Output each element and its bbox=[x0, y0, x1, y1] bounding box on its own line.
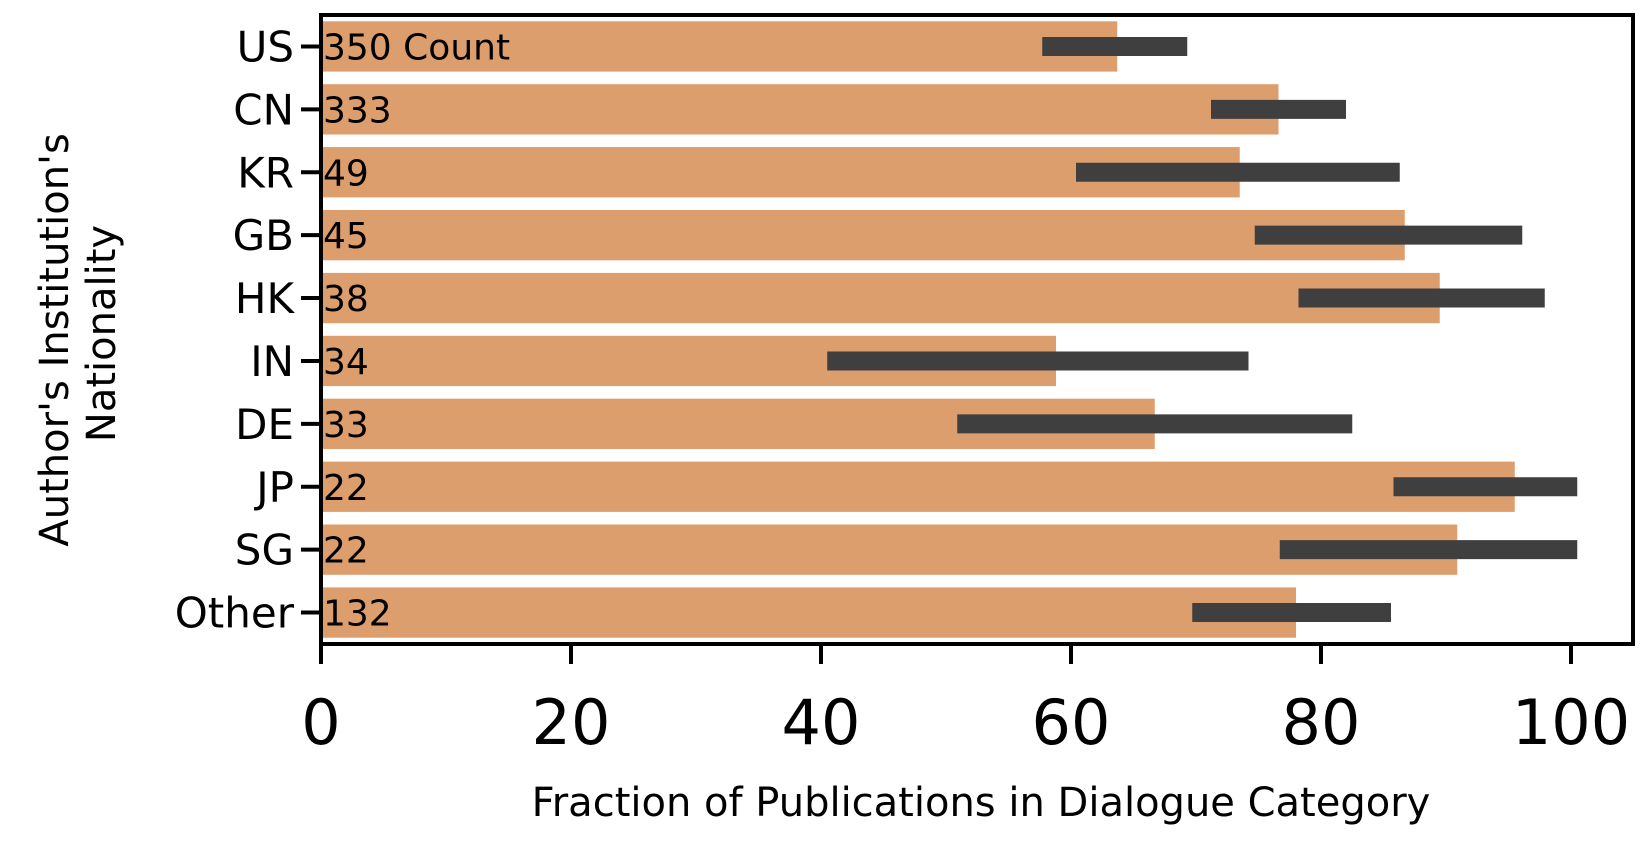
y-axis-label-line-2: Nationality bbox=[79, 225, 125, 442]
y-tick-label: HK bbox=[235, 274, 296, 323]
bar-value-label: 34 bbox=[323, 342, 369, 383]
y-axis-label-line-1: Author's Institution's bbox=[32, 133, 78, 547]
error-bars-group bbox=[827, 36, 1578, 623]
bar bbox=[321, 461, 1515, 512]
bar bbox=[321, 272, 1440, 324]
x-axis-ticks: 0 20 40 60 80 100 bbox=[301, 644, 1630, 759]
x-tick-label: 80 bbox=[1282, 686, 1361, 759]
y-axis-ticks: US CN KR GB HK IN DE JP SG Other bbox=[175, 22, 321, 638]
y-tick-label: KR bbox=[237, 148, 294, 197]
y-tick-label: CN bbox=[233, 85, 294, 134]
y-tick-label: DE bbox=[235, 400, 294, 449]
bar-value-label: 49 bbox=[323, 153, 369, 194]
bar-labels-group: 350 Count 333 49 45 38 34 33 22 22 132 bbox=[323, 27, 510, 634]
bar bbox=[321, 84, 1279, 135]
x-tick-label: 20 bbox=[532, 686, 611, 759]
x-tick-label: 40 bbox=[782, 686, 861, 759]
y-tick-label: US bbox=[237, 22, 294, 71]
bar bbox=[321, 21, 1118, 72]
bar-value-label: 132 bbox=[323, 594, 392, 635]
y-tick-label: GB bbox=[233, 211, 294, 260]
y-tick-label: JP bbox=[253, 463, 294, 512]
bar-value-label: 22 bbox=[323, 468, 369, 509]
bar-value-label: 350 Count bbox=[323, 27, 510, 68]
x-tick-label: 0 bbox=[301, 686, 340, 759]
bars-group bbox=[321, 21, 1515, 638]
bar-value-label: 38 bbox=[323, 279, 369, 320]
y-tick-label: SG bbox=[235, 526, 294, 575]
bar bbox=[321, 524, 1458, 575]
bar-value-label: 33 bbox=[323, 405, 369, 446]
bar bbox=[321, 209, 1405, 261]
y-axis-label: Author's Institution's Nationality bbox=[32, 120, 125, 546]
bar-value-label: 45 bbox=[323, 216, 369, 257]
plot-frame bbox=[319, 13, 1635, 646]
y-tick-label: Other bbox=[175, 589, 295, 638]
bar-value-label: 22 bbox=[323, 531, 369, 572]
x-tick-label: 60 bbox=[1032, 686, 1111, 759]
x-axis-label: Fraction of Publications in Dialogue Cat… bbox=[532, 780, 1431, 826]
bar bbox=[321, 587, 1296, 638]
bar-value-label: 333 bbox=[323, 90, 392, 131]
x-tick-label: 100 bbox=[1512, 686, 1630, 759]
y-tick-label: IN bbox=[250, 337, 294, 386]
